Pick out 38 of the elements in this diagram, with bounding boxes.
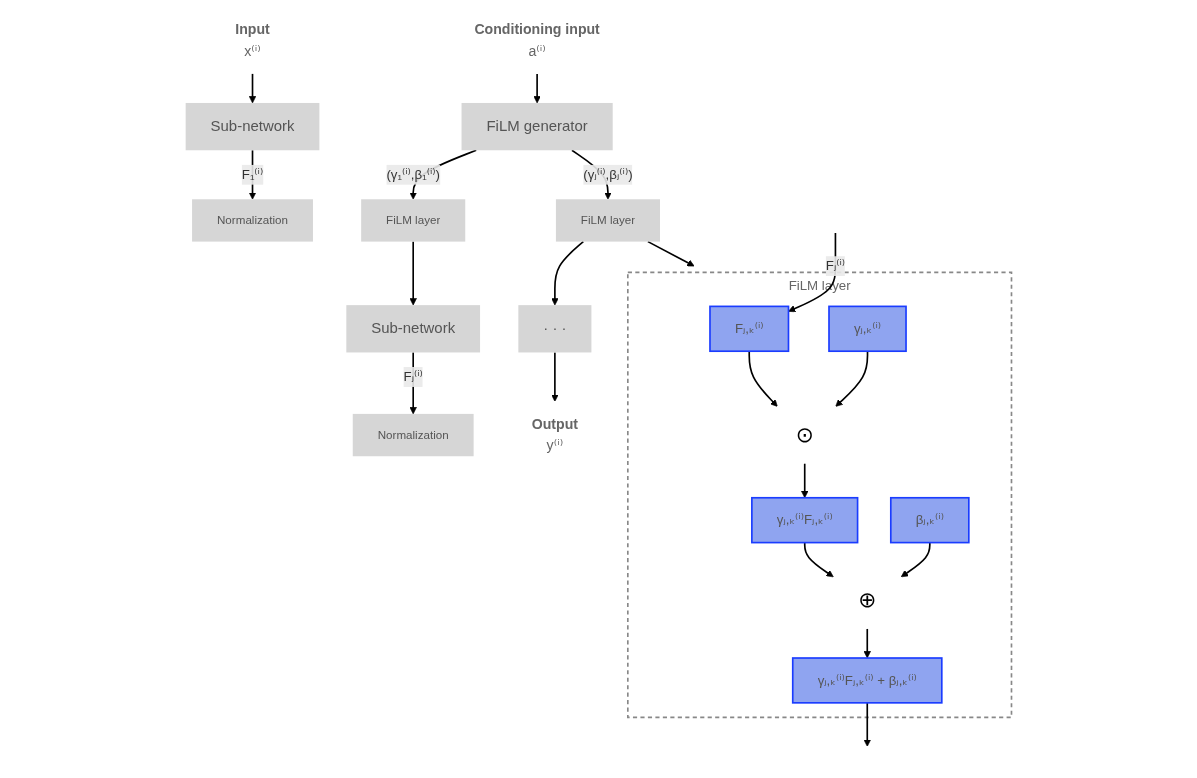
- node-box: Sub-network: [185, 102, 320, 151]
- node-box: Normalization: [192, 199, 313, 242]
- node-text: Input x⁽ⁱ⁾: [235, 21, 270, 59]
- node-box: · · ·: [518, 305, 592, 353]
- arrow: [788, 232, 837, 313]
- arrow: [551, 240, 585, 306]
- arrow: [748, 350, 778, 407]
- arrow: [409, 351, 417, 415]
- edge-label: (γ₁⁽ⁱ⁾,β₁⁽ⁱ⁾): [386, 167, 440, 182]
- node-box: βⱼ,ₖ⁽ⁱ⁾: [889, 496, 970, 544]
- node-box: Sub-network: [346, 305, 480, 353]
- arrow: [533, 73, 541, 104]
- node-box: FiLM layer: [555, 199, 660, 242]
- node-box: γⱼ,ₖ⁽ⁱ⁾: [828, 305, 907, 353]
- node-box: γⱼ,ₖ⁽ⁱ⁾Fⱼ,ₖ⁽ⁱ⁾ + βⱼ,ₖ⁽ⁱ⁾: [791, 657, 943, 704]
- edge-label: Fⱼ⁽ⁱ⁾: [825, 258, 846, 273]
- node-text: Output y⁽ⁱ⁾: [531, 416, 578, 454]
- node-text: ⊕: [858, 587, 877, 613]
- arrow: [863, 702, 871, 747]
- arrow: [647, 240, 695, 267]
- arrow: [248, 73, 257, 104]
- node-text: ⊙: [795, 422, 814, 448]
- arrow: [803, 541, 834, 578]
- arrow: [409, 240, 417, 306]
- arrow: [863, 628, 871, 659]
- node-box: FiLM generator: [461, 102, 613, 151]
- arrow: [835, 350, 869, 407]
- arrow: [551, 351, 559, 402]
- edge-label: F₁⁽ⁱ⁾: [241, 167, 264, 182]
- node-box: γⱼ,ₖ⁽ⁱ⁾Fⱼ,ₖ⁽ⁱ⁾: [750, 496, 859, 544]
- edge-label: (γⱼ⁽ⁱ⁾,βⱼ⁽ⁱ⁾): [583, 167, 633, 182]
- edge-label: Fⱼ⁽ⁱ⁾: [403, 369, 423, 384]
- node-box: Normalization: [352, 413, 474, 457]
- node-box: FiLM layer: [361, 199, 466, 242]
- node-box: Fⱼ,ₖ⁽ⁱ⁾: [709, 305, 790, 353]
- node-text: Conditioning input a⁽ⁱ⁾: [474, 21, 600, 59]
- arrow: [801, 462, 809, 499]
- arrow: [900, 541, 931, 578]
